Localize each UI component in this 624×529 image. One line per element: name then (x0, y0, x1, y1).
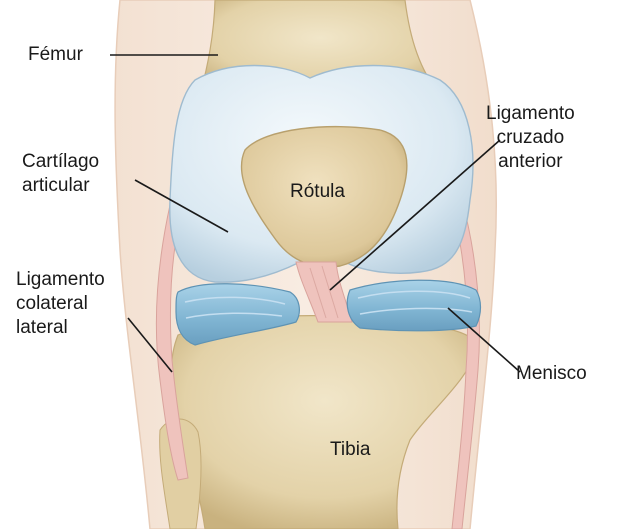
label-patella: Rótula (290, 180, 345, 204)
label-acl: Ligamento cruzado anterior (486, 102, 575, 174)
medial-meniscus (347, 280, 480, 331)
label-tibia: Tibia (330, 438, 370, 462)
label-lcl: Ligamento colateral lateral (16, 268, 105, 340)
label-cartilage: Cartílago articular (22, 150, 99, 198)
label-meniscus: Menisco (516, 362, 587, 386)
label-femur: Fémur (28, 43, 83, 67)
